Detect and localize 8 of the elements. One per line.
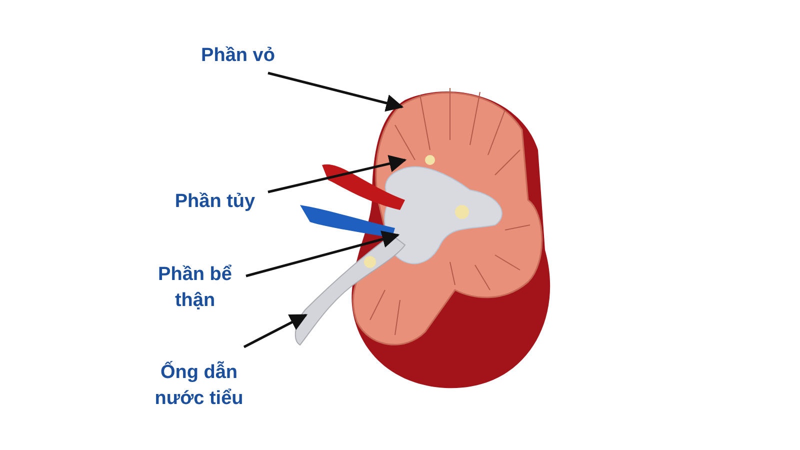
part-label: Phần vỏ bbox=[201, 44, 275, 68]
part-label: Phần bể thận bbox=[157, 263, 233, 313]
part-label: Phần tủy bbox=[174, 190, 256, 214]
leader-line bbox=[268, 72, 404, 112]
leader-line bbox=[243, 314, 308, 348]
leader-line bbox=[268, 155, 407, 194]
leader-line bbox=[246, 230, 400, 278]
part-label: Ống dẫn nước tiểu bbox=[154, 360, 244, 411]
